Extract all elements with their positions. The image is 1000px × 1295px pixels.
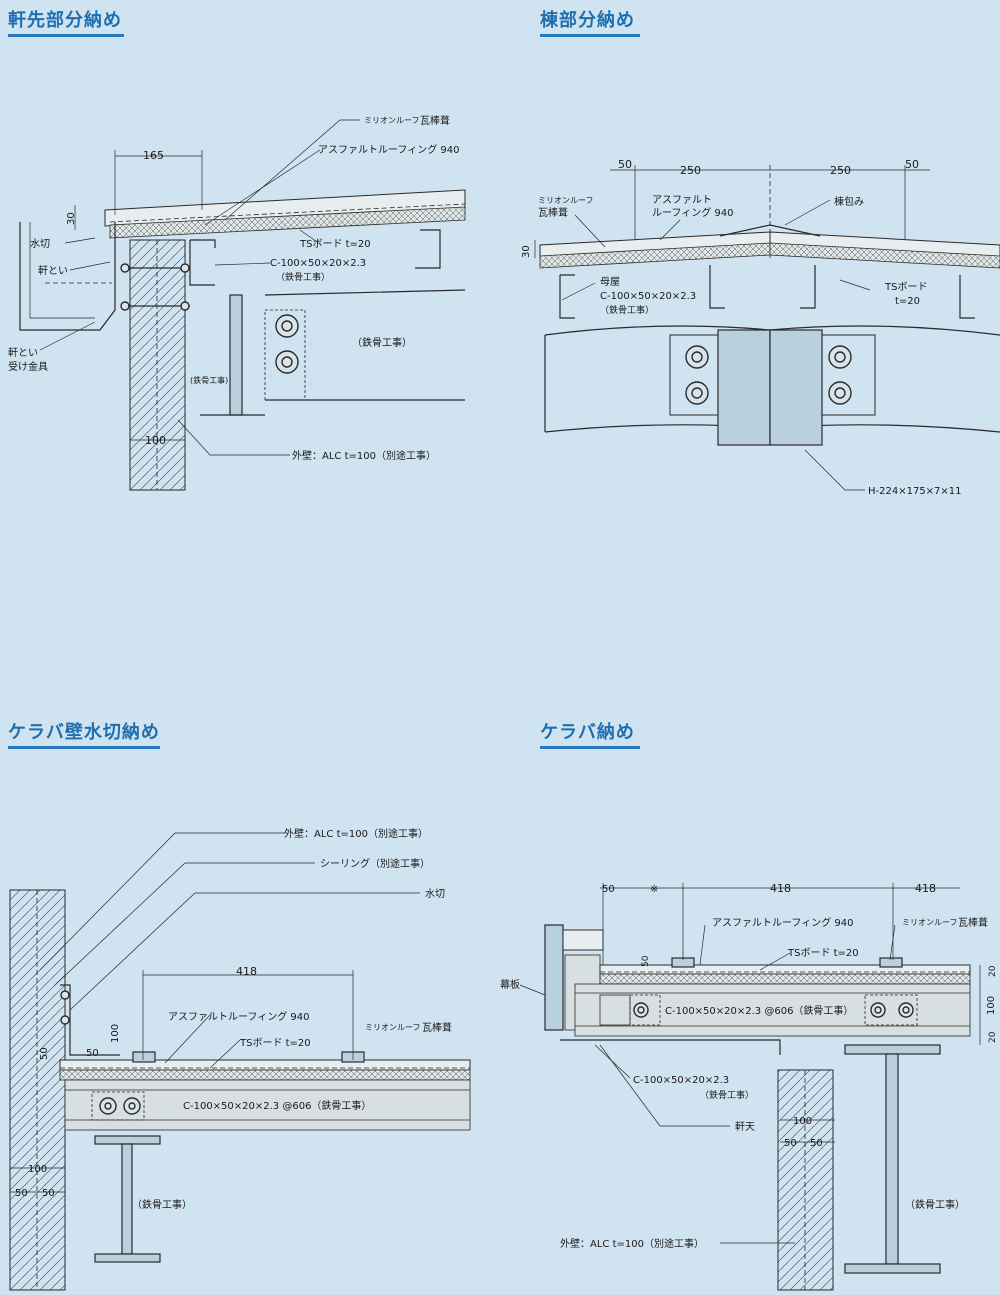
ridge-h-steel: H-224×175×7×11 — [868, 486, 962, 497]
verge-wall-steel-work: （鉄骨工事） — [132, 1198, 192, 1211]
eaves-dim-100: 100 — [145, 434, 166, 447]
ridge-asphalt-1: アスファルト — [652, 195, 712, 206]
verge-ts-board: TSボード t=20 — [787, 947, 859, 959]
ridge-dim-250b: 250 — [830, 164, 851, 177]
verge-title: ケラバ納め — [540, 722, 635, 743]
verge-wall-sealing: シーリング（別途工事） — [320, 857, 430, 870]
eaves-roof-label-small: ミリオンルーフ — [364, 116, 420, 125]
verge-wall-dim-50h: 50 — [86, 1048, 99, 1059]
eaves-gutter: 軒とい — [38, 265, 68, 277]
verge-c-steel-inner: C-100×50×20×2.3 @606（鉄骨工事） — [665, 1004, 853, 1017]
verge-dim-50: 50 — [602, 884, 615, 895]
verge-wall-dim-418: 418 — [236, 965, 257, 978]
eaves-gutter-bracket-2: 受け金具 — [8, 360, 48, 373]
verge-wall-title-underline — [8, 746, 160, 749]
ridge-cover-label: 棟包み — [834, 195, 864, 208]
eaves-beam-web — [229, 294, 243, 416]
verge-wall-title: ケラバ壁水切納め — [8, 722, 160, 743]
verge-wall-dim-50b: 50 — [42, 1188, 55, 1199]
verge-soffit: 軒天 — [735, 1121, 755, 1133]
verge-wall-roof-label-small: ミリオンルーフ — [365, 1023, 421, 1032]
verge-steel-work-paren: （鉄骨工事） — [700, 1089, 754, 1101]
ridge-roof-label: 瓦棒葺 — [538, 206, 568, 219]
verge-wall-roof-label: 瓦棒葺 — [422, 1021, 452, 1034]
verge-dim-418a: 418 — [770, 882, 791, 895]
eaves-title: 軒先部分納め — [8, 10, 122, 31]
ridge-purlin: 母屋 — [600, 276, 620, 288]
eaves-ts-board: TSボード t=20 — [299, 238, 371, 250]
verge-wall-asphalt: アスファルトルーフィング 940 — [168, 1010, 309, 1023]
verge-wall-label: 外壁：ALC t=100（別途工事） — [560, 1237, 704, 1250]
eaves-alc-wall — [129, 239, 186, 491]
verge-dim-50a: 50 — [784, 1138, 797, 1149]
verge-wall-alc — [9, 889, 66, 1291]
verge-wall-wall: 外壁：ALC t=100（別途工事） — [284, 827, 428, 840]
verge-roof-label: 瓦棒葺 — [958, 916, 988, 929]
verge-wall-dim-100v: 100 — [110, 1024, 121, 1043]
verge-dim-50v: 50 — [641, 955, 651, 967]
eaves-c-steel: C-100×50×20×2.3 — [270, 258, 366, 269]
verge-roof-label-small: ミリオンルーフ — [902, 918, 958, 927]
verge-note-mark: ※ — [650, 884, 658, 895]
ridge-dim-30: 30 — [521, 245, 532, 258]
verge-dim-20a: 20 — [988, 965, 998, 977]
eaves-steel-work-paren: （鉄骨工事） — [276, 271, 330, 283]
ridge-steel-work: （鉄骨工事） — [600, 304, 654, 316]
ridge-diagram — [534, 165, 1000, 491]
ridge-title-underline — [540, 34, 640, 37]
ridge-dim-50a: 50 — [618, 158, 632, 171]
ridge-dim-50b: 50 — [905, 158, 919, 171]
verge-dim-100: 100 — [793, 1116, 812, 1127]
eaves-steel-work: （鉄骨工事） — [352, 336, 412, 349]
eaves-asphalt: アスファルトルーフィング 940 — [318, 143, 459, 156]
eaves-gutter-bracket-1: 軒とい — [8, 347, 38, 359]
eaves-dim-165: 165 — [143, 149, 164, 162]
verge-wall-flashing: 水切 — [425, 888, 445, 900]
verge-diagram — [519, 883, 981, 1291]
verge-dim-418b: 418 — [915, 882, 936, 895]
eaves-title-underline — [8, 34, 124, 37]
eaves-gutter — [19, 222, 116, 331]
eaves-roof-label: 瓦棒葺 — [420, 114, 450, 127]
eaves-dim-30: 30 — [66, 212, 77, 225]
verge-dim-50b: 50 — [810, 1138, 823, 1149]
eaves-flashing: 水切 — [30, 238, 50, 250]
ridge-ts-board-1: TSボード — [884, 281, 927, 293]
verge-c-steel-label: C-100×50×20×2.3 — [633, 1075, 729, 1086]
ridge-c-steel: C-100×50×20×2.3 — [600, 291, 696, 302]
verge-wall-c-steel-label: C-100×50×20×2.3 @606（鉄骨工事） — [183, 1099, 371, 1112]
eaves-diagram — [19, 119, 466, 491]
verge-wall-diagram — [9, 832, 471, 1291]
verge-fascia — [544, 924, 564, 1031]
verge-wall-dim-100: 100 — [28, 1164, 47, 1175]
verge-steel-work: （鉄骨工事） — [905, 1198, 965, 1211]
eaves-wall: 外壁：ALC t=100（別途工事） — [292, 449, 436, 462]
verge-dim-20b: 20 — [988, 1031, 998, 1043]
ridge-dim-250a: 250 — [680, 164, 701, 177]
eaves-ts-board — [109, 206, 466, 239]
ridge-roof-label-small: ミリオンルーフ — [538, 196, 594, 205]
verge-wall-dim-50v: 50 — [39, 1047, 50, 1060]
verge-title-underline — [540, 746, 640, 749]
verge-wall-ts-board: TSボード t=20 — [239, 1037, 311, 1049]
ridge-cover — [719, 224, 821, 237]
verge-fascia-label: 幕板 — [500, 978, 520, 991]
ridge-title: 棟部分納め — [540, 10, 635, 31]
verge-wall-dim-50a: 50 — [15, 1188, 28, 1199]
eaves-steel-work-small: (鉄骨工事) — [190, 375, 228, 385]
ridge-asphalt-2: ルーフィング 940 — [652, 206, 733, 219]
ridge-ts-board-2: t=20 — [895, 296, 920, 307]
verge-asphalt: アスファルトルーフィング 940 — [712, 916, 853, 929]
verge-dim-100v: 100 — [986, 996, 997, 1015]
